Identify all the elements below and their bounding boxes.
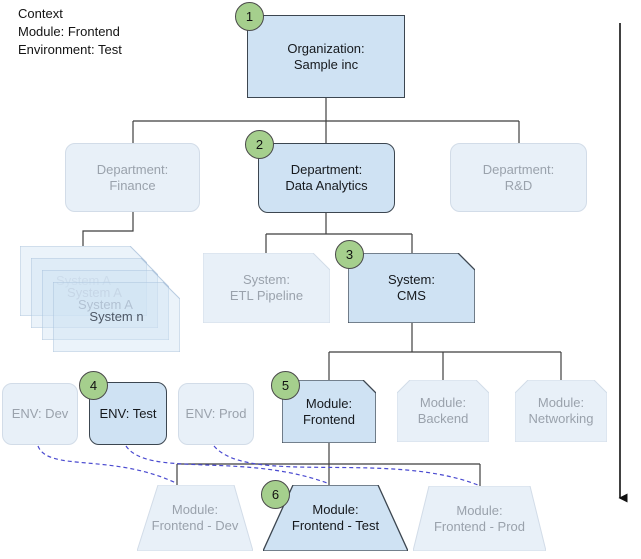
- node-dept-data-analytics-label: Department: Data Analytics: [285, 162, 368, 193]
- dashed-link-env-prod: [213, 445, 479, 486]
- node-module-backend-label: Module: Backend: [417, 395, 469, 426]
- trapezoid-shape: [137, 485, 253, 551]
- context-module: Module: Frontend: [18, 24, 120, 39]
- node-env-prod[interactable]: ENV: Prod: [178, 383, 254, 445]
- node-system-etl[interactable]: System: ETL Pipeline: [203, 253, 330, 323]
- dashed-link-env-test: [125, 445, 328, 484]
- step-badge-4: 4: [79, 371, 108, 400]
- connector-org-departments: [132, 98, 520, 143]
- card-shape: [203, 253, 330, 323]
- cut-corner-shape: [515, 380, 607, 442]
- node-system-stack-2-label: System A: [67, 285, 122, 301]
- context-title: Context: [18, 6, 63, 21]
- card-shape: [31, 258, 158, 328]
- node-env-test-label: ENV: Test: [99, 405, 157, 421]
- node-dept-data-analytics[interactable]: Department: Data Analytics: [258, 143, 395, 213]
- node-module-frontend-label: Module: Frontend: [302, 395, 356, 427]
- node-module-frontend-dev-label: Module: Frontend - Dev: [151, 502, 239, 533]
- node-module-networking[interactable]: Module: Networking: [515, 380, 607, 442]
- node-module-frontend-prod-label: Module: Frontend - Prod: [433, 502, 526, 534]
- node-module-backend[interactable]: Module: Backend: [397, 380, 489, 442]
- connector-cms-modules: [328, 323, 562, 380]
- node-system-stack-3[interactable]: System A: [42, 270, 169, 340]
- context-environment: Environment: Test: [18, 42, 122, 57]
- node-module-networking-label: Module: Networking: [528, 395, 594, 426]
- node-system-stack-1-label: System A: [56, 273, 111, 289]
- node-env-prod-label: ENV: Prod: [185, 406, 247, 421]
- dashed-link-env-dev: [37, 445, 177, 484]
- card-shape: [20, 246, 147, 316]
- node-dept-rd[interactable]: Department: R&D: [450, 143, 587, 212]
- node-system-cms-label: System: CMS: [388, 272, 435, 303]
- node-system-stack-n[interactable]: System n: [53, 282, 180, 352]
- step-badge-1: 1: [235, 2, 264, 31]
- node-module-frontend-test[interactable]: Module: Frontend - Test: [263, 485, 408, 551]
- node-system-stack-n-label: System n: [89, 309, 144, 324]
- node-dept-finance-label: Department: Finance: [96, 161, 169, 193]
- node-system-stack-1[interactable]: System A: [20, 246, 147, 316]
- trapezoid-shape: [263, 485, 408, 551]
- node-dept-rd-label: Department: R&D: [482, 161, 555, 193]
- node-env-dev[interactable]: ENV: Dev: [2, 383, 78, 445]
- connector-da-systems: [265, 213, 413, 253]
- connector-finance-systems: [82, 212, 134, 246]
- node-dept-finance[interactable]: Department: Finance: [65, 143, 200, 212]
- node-system-cms[interactable]: System: CMS: [348, 253, 475, 323]
- trapezoid-shape: [413, 486, 546, 551]
- node-organization-label: Organization: Sample inc: [287, 40, 365, 72]
- node-env-dev-label: ENV: Dev: [11, 406, 69, 421]
- card-shape: [348, 253, 475, 323]
- card-shape: [42, 270, 169, 340]
- cut-corner-shape: [397, 380, 489, 442]
- node-organization[interactable]: Organization: Sample inc: [247, 15, 405, 98]
- node-system-stack-3-label: System A: [78, 297, 133, 313]
- cut-corner-shape: [282, 380, 376, 443]
- card-shape: [53, 282, 180, 352]
- node-module-frontend[interactable]: Module: Frontend: [282, 380, 376, 443]
- step-badge-2: 2: [245, 130, 274, 159]
- context-block: Context Module: Frontend Environment: Te…: [18, 5, 122, 59]
- step-badge-6: 6: [261, 480, 290, 509]
- step-badge-5: 5: [271, 371, 300, 400]
- node-module-frontend-prod[interactable]: Module: Frontend - Prod: [413, 486, 546, 551]
- step-badge-3: 3: [335, 240, 364, 269]
- node-system-etl-label: System: ETL Pipeline: [229, 272, 304, 303]
- node-system-stack-2[interactable]: System A: [31, 258, 158, 328]
- connector-frontend-instances: [176, 443, 481, 486]
- node-module-frontend-dev[interactable]: Module: Frontend - Dev: [137, 485, 253, 551]
- node-module-frontend-test-label: Module: Frontend - Test: [291, 502, 380, 533]
